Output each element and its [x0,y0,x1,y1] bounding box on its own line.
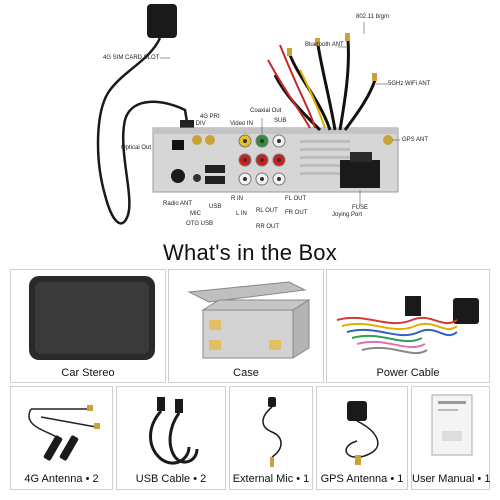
label-radio-ant: Radio ANT [163,201,193,207]
item-label: User Manual • 1 [412,473,491,485]
mic-port-icon [193,174,201,182]
item-4g-antenna: 4G Antenna • 2 [10,386,113,490]
label-rr-out: RR OUT [256,224,279,230]
rear-panel-illustration [96,4,400,225]
power-harness-icon [336,296,479,355]
gps-port-icon [383,135,393,145]
item-case: Case [168,269,324,383]
harness-connector-icon [340,160,380,188]
label-otg-usb: OTG USB [186,221,214,227]
item-usb-cable: USB Cable • 2 [116,386,226,490]
item-user-manual: User Manual • 1 [411,386,490,490]
item-car-stereo: Car Stereo [10,269,166,383]
gps-antenna-icon [345,401,379,465]
manual-icon [431,394,473,456]
optical-port-icon [172,140,184,150]
label-sim-slot: 4G SIM CARD SLOT [103,55,160,61]
4g-div-port-icon [192,135,202,145]
label-joying-port: Joying Port [332,212,363,218]
4g-pri-port-icon [205,135,215,145]
label-fl-out: FL OUT [285,196,307,202]
radio-ant-port-icon [171,169,185,183]
connection-diagram: 4G SIM CARD SLOT Bluetooth ANT 802.11 b/… [0,0,500,232]
item-power-cable: Power Cable [326,269,490,383]
label-sub: SUB [274,118,287,124]
label-usb: USB [209,204,222,210]
antenna-icon [28,405,100,461]
label-fuse: FUSE [352,205,369,211]
rca-ports [238,134,286,186]
item-label: Car Stereo [61,367,115,379]
sim-cable-icon [96,37,190,225]
label-wifi-24: 802.11 b/g/n [356,14,389,20]
item-label: Power Cable [376,367,440,379]
item-external-mic: External Mic • 1 [229,386,313,490]
label-wifi-5: 5GHz WiFi ANT [388,81,431,87]
label-gps-ant: GPS ANT [402,137,429,143]
label-coaxial-out: Coaxial Out [250,108,282,114]
car-stereo-screen-icon [29,276,155,360]
item-label: USB Cable • 2 [135,473,207,485]
label-rl-out: RL OUT [256,208,278,214]
label-r-in: R IN [231,196,243,202]
metal-case-icon [187,281,311,359]
label-4g-div: 4G DIV [186,121,206,127]
label-optical-out: Optical Out [121,145,152,151]
section-heading: What's in the Box [163,240,337,265]
label-mic: MIC [190,211,201,217]
sim-plug-icon [180,120,194,130]
otg-usb-port-icon [205,176,225,184]
item-label: GPS Antenna • 1 [320,473,404,485]
label-4g-pri: 4G PRI [200,114,220,120]
sim-module-icon [147,4,177,38]
label-l-in: L IN [236,211,247,217]
usb-port-icon [205,165,225,173]
label-bluetooth-ant: Bluetooth ANT [305,42,344,48]
item-label: 4G Antenna • 2 [24,473,99,485]
microphone-icon [262,397,282,467]
usb-cable-icon [149,397,199,465]
label-video-in: Video IN [230,121,253,127]
item-label: External Mic • 1 [232,473,310,485]
label-fr-out: FR OUT [285,210,308,216]
item-label: Case [233,367,259,379]
item-gps-antenna: GPS Antenna • 1 [316,386,408,490]
